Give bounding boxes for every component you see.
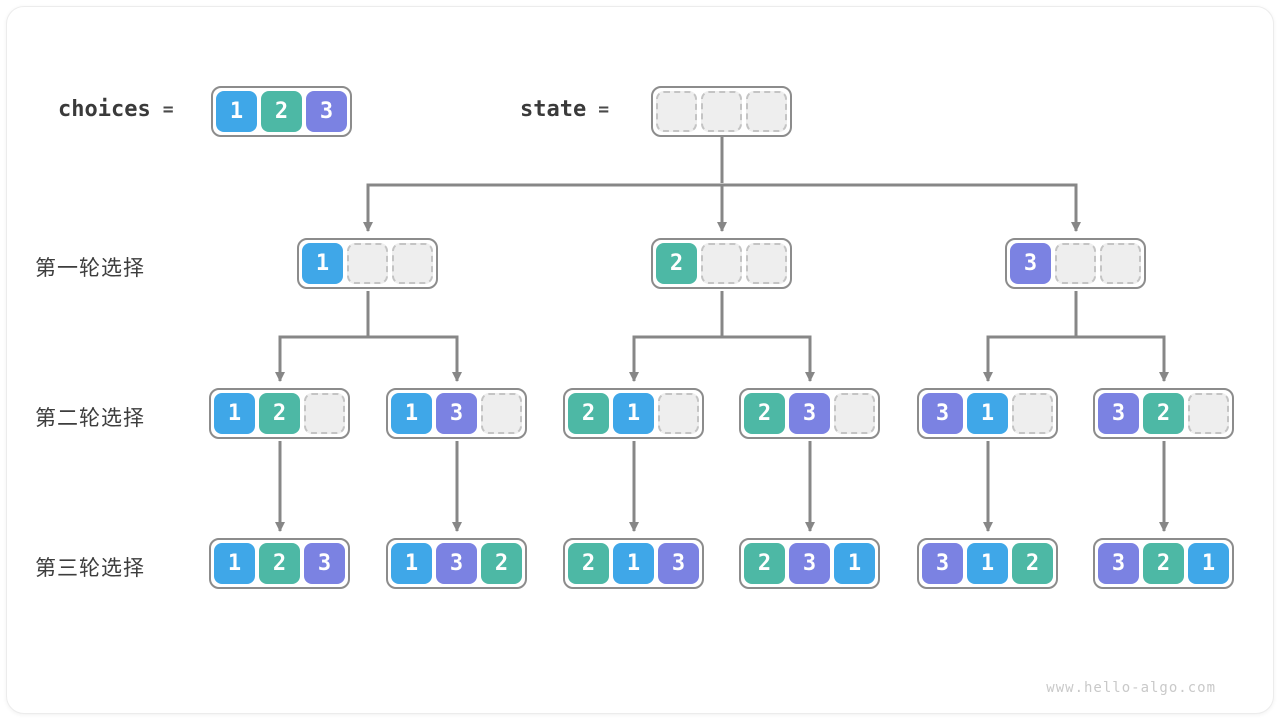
choices-equals-sign: = [162,99,174,120]
cell-1: 1 [391,393,432,434]
state-label: state = [520,97,609,122]
cell-3: 3 [436,393,477,434]
empty-cell [1188,393,1229,434]
cell-3: 3 [922,543,963,584]
empty-cell [1100,243,1141,284]
cell-2: 2 [1012,543,1053,584]
cell-1: 1 [214,543,255,584]
empty-cell [656,91,697,132]
cell-1: 1 [967,543,1008,584]
empty-cell [1055,243,1096,284]
cell-2: 2 [1143,543,1184,584]
watermark: www.hello-algo.com [1046,680,1216,696]
cell-3: 3 [789,393,830,434]
cell-2: 2 [259,543,300,584]
empty-cell [746,91,787,132]
cell-3: 3 [436,543,477,584]
cell-3: 3 [658,543,699,584]
empty-cell [304,393,345,434]
cell-2: 2 [656,243,697,284]
choices-label-text: choices [58,97,151,122]
empty-cell [658,393,699,434]
cell-2: 2 [568,543,609,584]
cell-1: 1 [834,543,875,584]
tree-node: 1 [297,238,438,289]
cell-1: 1 [302,243,343,284]
cell-3: 3 [1010,243,1051,284]
cell-1: 1 [613,543,654,584]
empty-cell [834,393,875,434]
cell-1: 1 [613,393,654,434]
cell-2: 2 [744,543,785,584]
cell-2: 2 [568,393,609,434]
cell-3: 3 [922,393,963,434]
cell-2: 2 [259,393,300,434]
empty-cell [347,243,388,284]
state-label-text: state [520,97,587,122]
empty-cell [746,243,787,284]
empty-cell [481,393,522,434]
cell-2: 2 [481,543,522,584]
cell-2: 2 [1143,393,1184,434]
state-equals-sign: = [598,99,610,120]
cell-1: 1 [391,543,432,584]
cell-3: 3 [1098,393,1139,434]
tree-node: 2 [651,238,792,289]
round-1-label: 第一轮选择 [35,257,145,280]
state-box [651,86,792,137]
cell-2: 2 [261,91,302,132]
cell-1: 1 [214,393,255,434]
cell-3: 3 [789,543,830,584]
empty-cell [701,243,742,284]
cell-1: 1 [1188,543,1229,584]
cell-3: 3 [1098,543,1139,584]
cell-2: 2 [744,393,785,434]
cell-1: 1 [216,91,257,132]
cell-1: 1 [967,393,1008,434]
round-3-label: 第三轮选择 [35,557,145,580]
empty-cell [392,243,433,284]
tree-node: 3 [1005,238,1146,289]
empty-cell [1012,393,1053,434]
cell-3: 3 [306,91,347,132]
round-2-label: 第二轮选择 [35,407,145,430]
empty-cell [701,91,742,132]
choices-label: choices = [58,97,174,122]
cell-3: 3 [304,543,345,584]
